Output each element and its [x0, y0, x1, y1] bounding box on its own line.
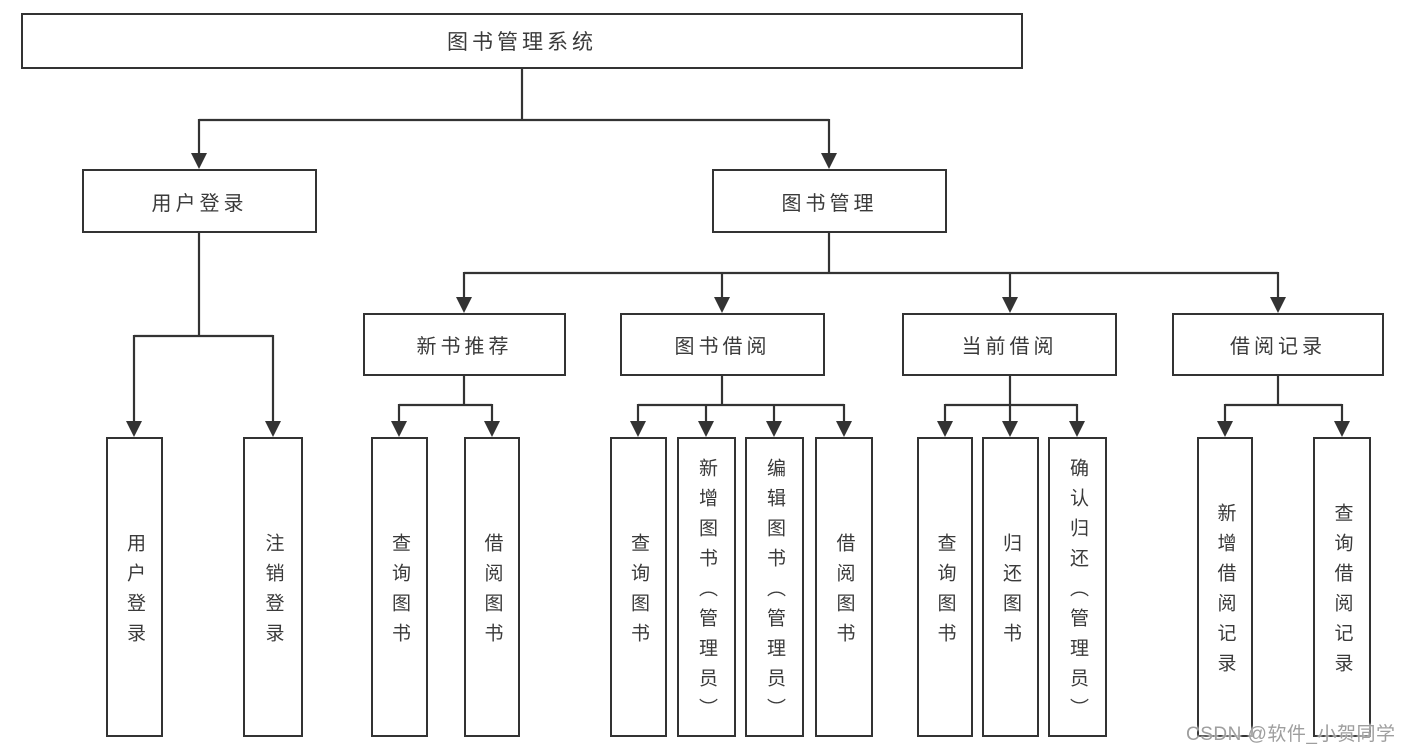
branch-root [197, 69, 831, 154]
leaf-add-books-admin-label: 新增图书（管理员） [696, 457, 717, 728]
node-book-borrowing: 图书借阅 [620, 313, 825, 376]
node-library-management-system: 图书管理系统 [21, 13, 1023, 69]
leaf-query-borrow-record-label: 查询借阅记录 [1331, 502, 1353, 683]
node-book-management: 图书管理 [712, 169, 947, 233]
node-borrowing-records: 借阅记录 [1172, 313, 1384, 376]
leaf-user-login-label: 用户登录 [124, 532, 145, 653]
leaf-current-query-books: 查询图书 [917, 437, 973, 737]
leaf-user-login: 用户登录 [106, 437, 163, 737]
leaf-add-borrow-record-label: 新增借阅记录 [1214, 502, 1236, 683]
csdn-watermark: CSDN @软件_小贺同学 [1186, 724, 1396, 745]
leaf-newbook-borrow-books-label: 借阅图书 [481, 532, 503, 653]
leaf-newbook-query-books: 查询图书 [371, 437, 428, 737]
leaf-newbook-borrow-books: 借阅图书 [464, 437, 520, 737]
branch-new-book-recommendation [397, 376, 494, 422]
leaf-query-borrow-record: 查询借阅记录 [1313, 437, 1371, 737]
leaf-confirm-return-admin-label: 确认归还（管理员） [1067, 457, 1088, 728]
arrowheads [126, 153, 1350, 437]
leaf-edit-books-admin: 编辑图书（管理员） [745, 437, 804, 737]
branch-book-management [462, 233, 1280, 298]
leaf-logout: 注销登录 [243, 437, 303, 737]
node-new-book-recommendation: 新书推荐 [363, 313, 566, 376]
leaf-logout-label: 注销登录 [262, 532, 284, 653]
leaf-add-books-admin: 新增图书（管理员） [677, 437, 736, 737]
branch-borrowing-records [1223, 376, 1344, 422]
leaf-edit-books-admin-label: 编辑图书（管理员） [764, 457, 785, 728]
node-current-borrowing: 当前借阅 [902, 313, 1117, 376]
branch-book-borrowing [636, 376, 846, 422]
node-user-login: 用户登录 [82, 169, 317, 233]
branch-current-borrowing [943, 376, 1079, 422]
branch-user-login [132, 233, 275, 422]
leaf-return-books-label: 归还图书 [1000, 532, 1021, 653]
leaf-add-borrow-record: 新增借阅记录 [1197, 437, 1253, 737]
leaf-current-query-books-label: 查询图书 [934, 532, 956, 653]
leaf-borrowing-query-books: 查询图书 [610, 437, 667, 737]
leaf-borrowing-query-books-label: 查询图书 [628, 532, 649, 653]
leaf-confirm-return-admin: 确认归还（管理员） [1048, 437, 1107, 737]
leaf-return-books: 归还图书 [982, 437, 1039, 737]
leaf-borrowing-borrow-books: 借阅图书 [815, 437, 873, 737]
leaf-newbook-query-books-label: 查询图书 [389, 532, 410, 653]
leaf-borrowing-borrow-books-label: 借阅图书 [833, 532, 855, 653]
